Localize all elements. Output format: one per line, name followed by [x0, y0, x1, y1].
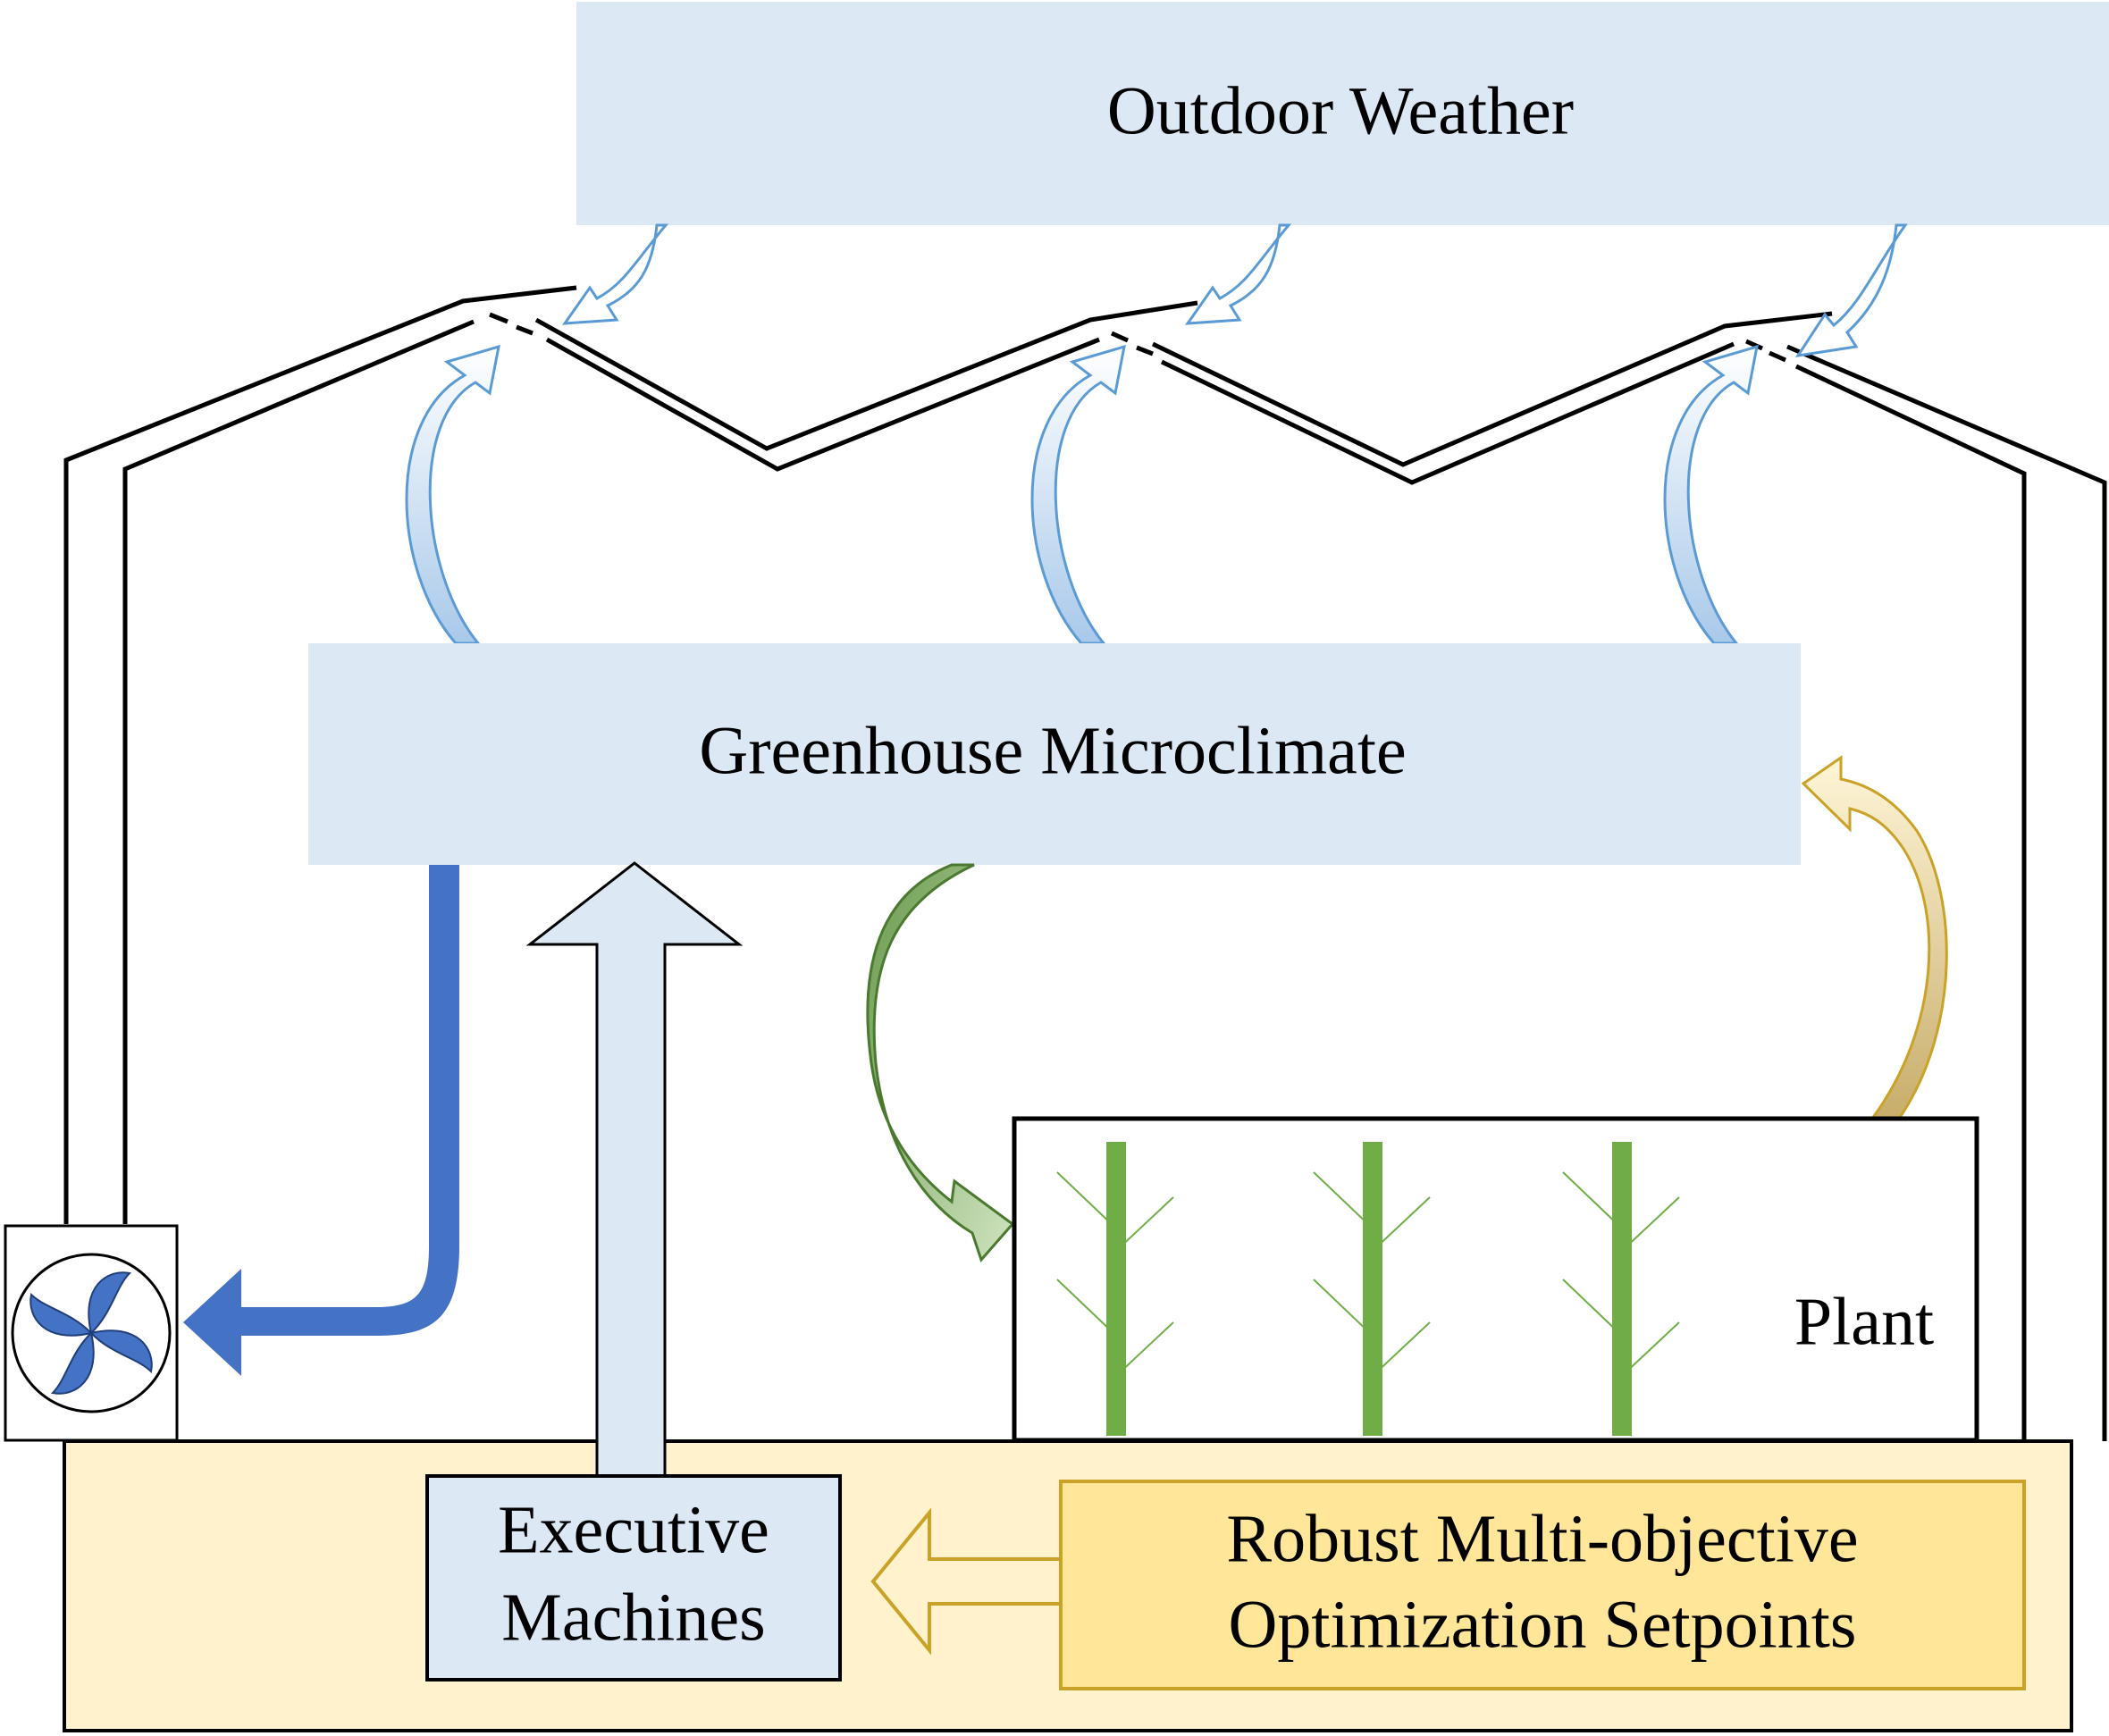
- greenhouse-microclimate-label: Greenhouse Microclimate: [699, 713, 1406, 788]
- microclimate-to-fan-arrow: [183, 865, 459, 1376]
- ventilation-down-arrow-3: [1794, 223, 1908, 357]
- greenhouse-frame: [63, 285, 2107, 1441]
- optimization-setpoints-label-line1: Robust Multi-objective: [1226, 1501, 1858, 1576]
- plant-stem-icon: [1056, 1142, 1174, 1436]
- plant-box: [1012, 1116, 1979, 1443]
- executive-machines-box: [425, 1474, 842, 1681]
- plant-stem-icon: [1562, 1142, 1680, 1436]
- ventilation-down-arrow-2: [1184, 223, 1292, 325]
- plant-stem-icon: [1313, 1142, 1431, 1436]
- ventilation-up-arrow-1: [405, 344, 500, 645]
- outdoor-weather-label: Outdoor Weather: [1107, 73, 1574, 148]
- executive-machines-label-line1: Executive: [498, 1492, 769, 1567]
- microclimate-to-plant-arrow: [866, 863, 1015, 1262]
- plant-label: Plant: [1794, 1284, 1934, 1359]
- executive-machines-label-line2: Machines: [501, 1580, 765, 1655]
- plant-to-microclimate-arrow: [1801, 755, 1948, 1120]
- setpoints-to-executive-arrow: [870, 1507, 1063, 1656]
- ventilation-down-arrow-1: [561, 223, 669, 325]
- outdoor-weather-box: [576, 2, 2109, 225]
- greenhouse-microclimate-box: [308, 643, 1801, 865]
- ventilation-up-arrow-2: [1030, 344, 1126, 645]
- executive-to-microclimate-arrow: [525, 861, 744, 1478]
- ventilation-up-arrow-3: [1663, 344, 1759, 645]
- optimization-setpoints-label-line2: Optimization Setpoints: [1229, 1587, 1857, 1662]
- fan-icon: [11, 1253, 172, 1413]
- optimization-setpoints-box: [1059, 1480, 2026, 1690]
